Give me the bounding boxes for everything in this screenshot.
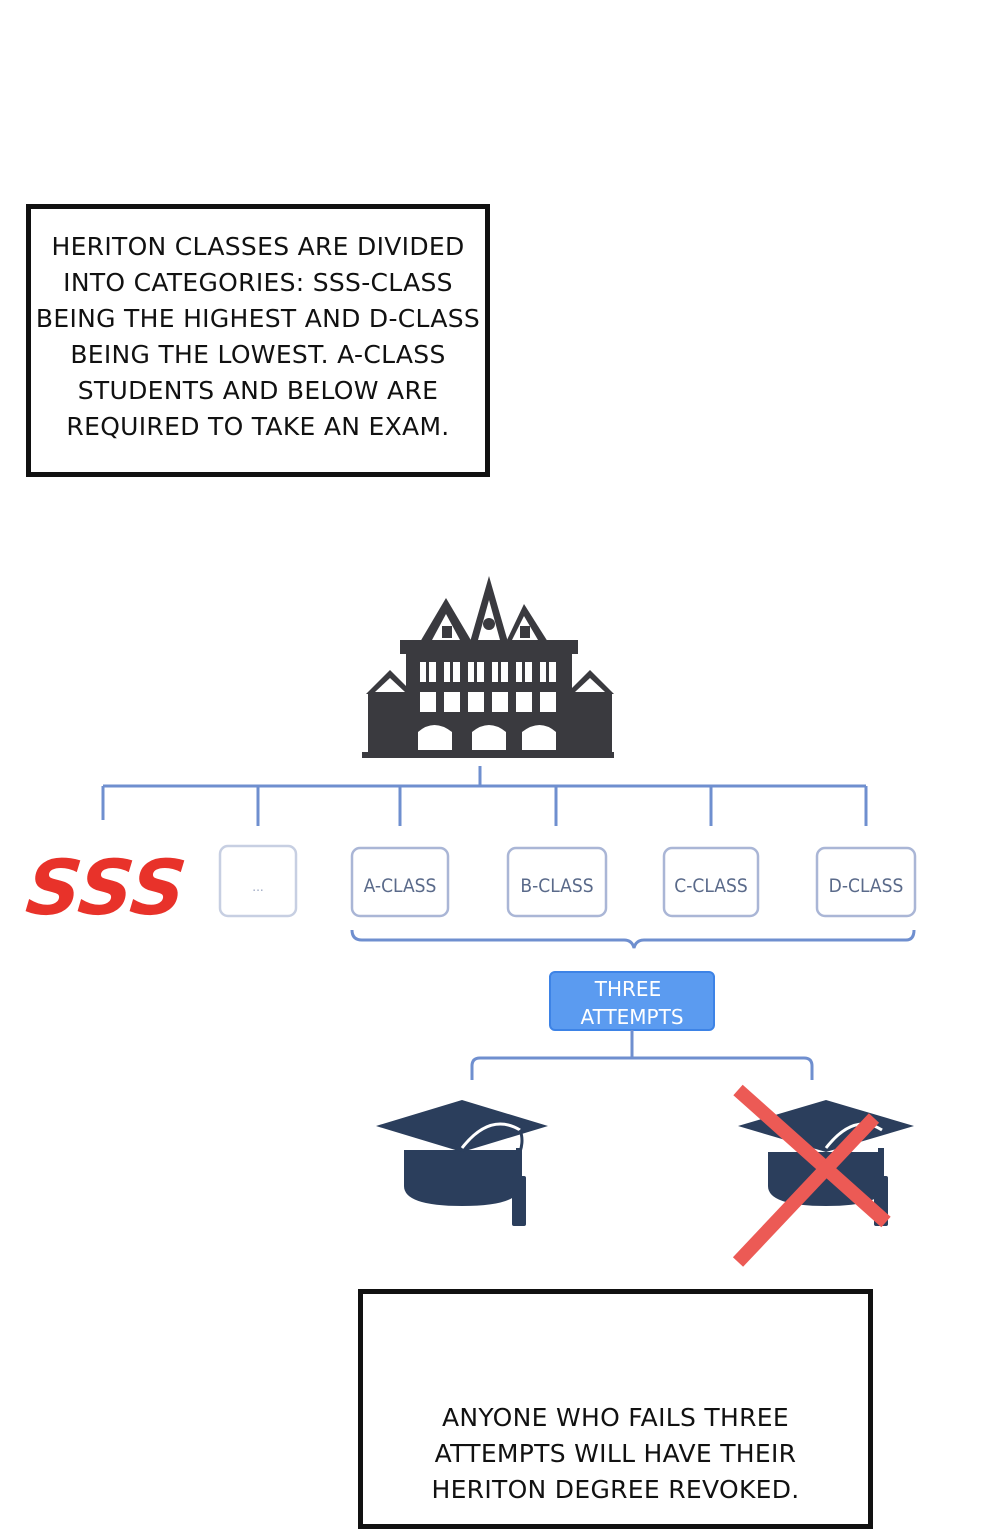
class-box-b: B-CLASS xyxy=(506,846,608,918)
caption-bottom: ANYONE WHO FAILS THREE ATTEMPTS WILL HAV… xyxy=(358,1289,873,1529)
class-box-a: A-CLASS xyxy=(350,846,450,918)
caption-line: STUDENTS AND BELOW ARE xyxy=(77,376,439,405)
attempts-line: ATTEMPTS xyxy=(580,1005,683,1029)
caption-top: HERITON CLASSES ARE DIVIDED INTO CATEGOR… xyxy=(26,204,490,477)
class-label: D-CLASS xyxy=(829,875,904,897)
three-attempts-box: THREE ATTEMPTS xyxy=(549,971,715,1031)
caption-line: ANYONE WHO FAILS THREE xyxy=(442,1403,789,1432)
class-label: B-CLASS xyxy=(520,875,593,897)
caption-line: BEING THE HIGHEST AND D-CLASS xyxy=(35,304,481,333)
caption-line: INTO CATEGORIES: SSS-CLASS xyxy=(63,268,453,297)
caption-line: HERITON CLASSES ARE DIVIDED xyxy=(51,232,465,261)
class-box-c: C-CLASS xyxy=(662,846,760,918)
caption-line: ATTEMPTS WILL HAVE THEIR xyxy=(434,1439,797,1468)
placeholder-box: ... xyxy=(218,844,298,918)
caption-line: BEING THE LOWEST. A-CLASS xyxy=(70,340,446,369)
school-building-icon xyxy=(362,576,614,758)
sss-label: SSS xyxy=(22,843,190,932)
class-label: A-CLASS xyxy=(364,875,437,897)
outcome-connectors xyxy=(470,1030,814,1080)
class-brace xyxy=(350,929,916,949)
class-label: C-CLASS xyxy=(674,875,747,897)
cross-mark-icon xyxy=(732,1084,891,1267)
placeholder-text: ... xyxy=(252,880,263,894)
caption-line: REQUIRED TO TAKE AN EXAM. xyxy=(66,412,450,441)
attempts-line: THREE xyxy=(594,977,661,1001)
class-box-d: D-CLASS xyxy=(815,846,917,918)
graduation-cap-icon xyxy=(376,1100,548,1226)
tree-connectors xyxy=(101,766,868,826)
caption-line: HERITON DEGREE REVOKED. xyxy=(431,1475,800,1504)
